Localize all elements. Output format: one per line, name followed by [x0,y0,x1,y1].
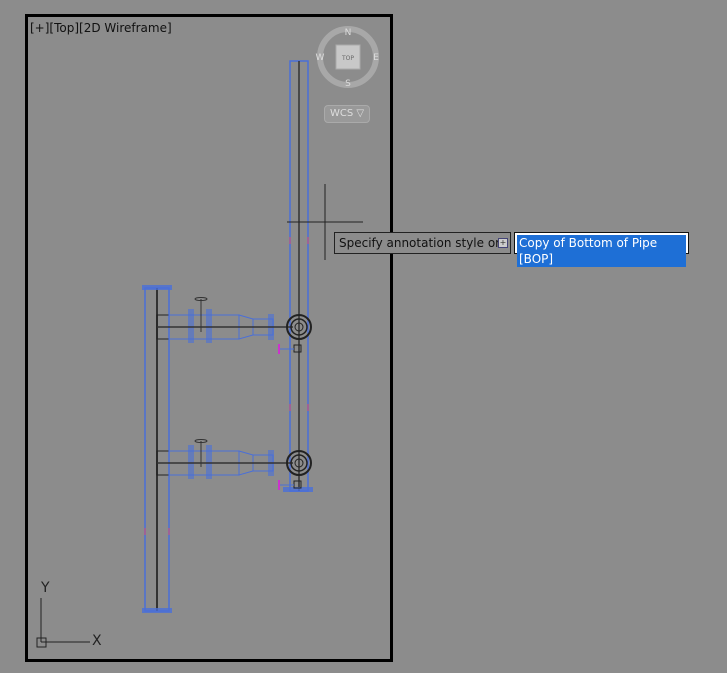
vertical-pipe-left [142,285,172,613]
pipe-markers [144,237,309,535]
input-selected-text: Copy of Bottom of Pipe [BOP] [517,235,686,267]
branch-lower [156,439,312,490]
vertical-pipe-right [283,60,313,492]
drawing-viewport[interactable]: [+][Top][2D Wireframe] [25,14,393,662]
ucs-y-label: Y [40,580,50,596]
dynamic-input-field[interactable]: Copy of Bottom of Pipe [BOP] [514,232,689,267]
viewcube[interactable]: TOP N S E W [315,24,381,90]
ucs-icon: Y X [36,580,102,649]
viewcube-face: TOP [341,55,354,62]
viewport-controls-label[interactable]: [+][Top][2D Wireframe] [30,21,172,35]
compass-south: S [345,79,351,89]
compass-east: E [373,53,379,63]
crosshair-cursor [287,184,363,260]
compass-north: N [345,28,352,38]
compass-west: W [316,53,325,63]
branch-upper [156,297,312,354]
expand-options-icon[interactable]: + [498,238,508,248]
prompt-text: Specify annotation style or [339,236,501,250]
piping-drawing: Y X [36,60,363,649]
ucs-x-label: X [92,633,102,649]
command-prompt-tooltip: Specify annotation style or + [334,232,511,254]
ucs-dropdown[interactable]: WCS ▽ [324,105,370,123]
